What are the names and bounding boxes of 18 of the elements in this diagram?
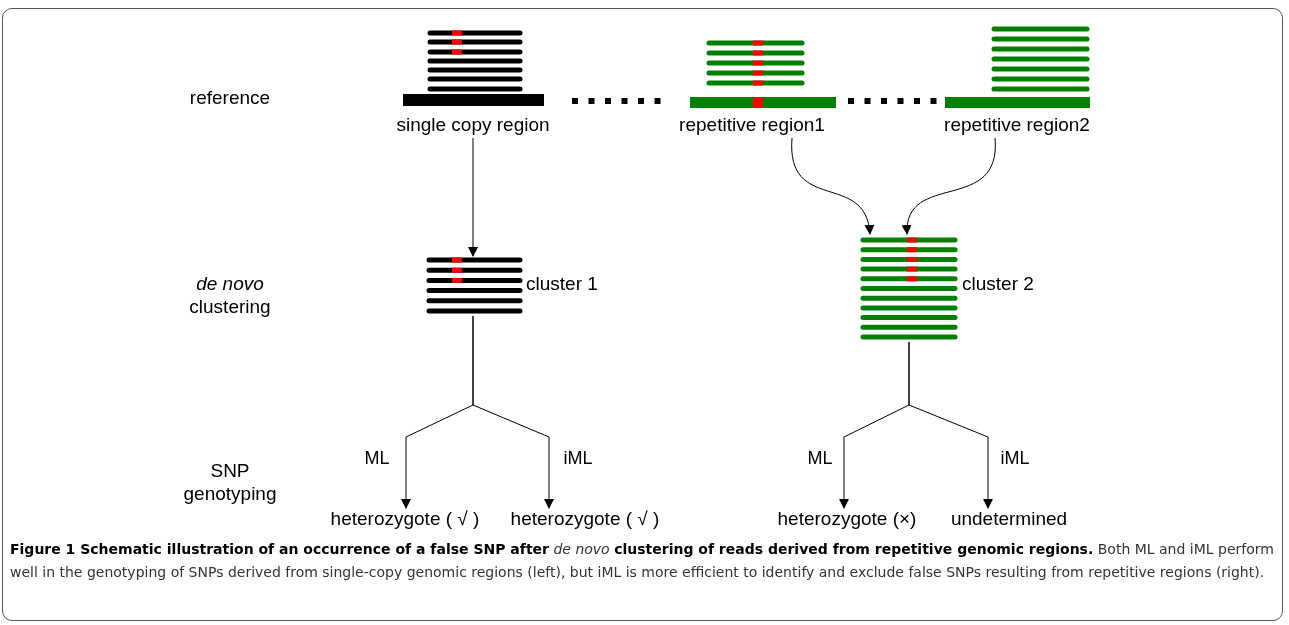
genotype-result: undetermined: [950, 508, 1068, 530]
cluster-label: cluster 1: [526, 273, 598, 295]
arrow: [902, 137, 996, 235]
region-label: single copy region: [396, 114, 550, 136]
arrow: [468, 137, 478, 257]
row-label: SNP genotyping: [182, 459, 278, 505]
cluster-label: cluster 2: [962, 273, 1034, 295]
row-label: de novo clustering: [188, 272, 272, 318]
region-label: repetitive region2: [944, 114, 1090, 136]
row-label: reference: [188, 86, 272, 109]
genotype-result: heterozygote (×): [777, 508, 917, 530]
arrow: [472, 315, 554, 509]
arrow: [908, 341, 993, 509]
genotype-result: heterozygote ( √ ): [510, 508, 660, 530]
figure-caption: Figure 1 Schematic illustration of an occurrence of a false SNP after de novo clustering of reads derived from repetitive genomic regions. Both ML and iML perform well in the genotyping of SNPs derived from single-copy genomic regions (left), but iML is more efficient to identify and exclude false SNPs resulting from repetitive regions (right).: [10, 540, 1275, 582]
region-label: repetitive region1: [679, 114, 825, 136]
genotype-result: heterozygote ( √ ): [330, 508, 480, 530]
arrow: [791, 137, 874, 235]
